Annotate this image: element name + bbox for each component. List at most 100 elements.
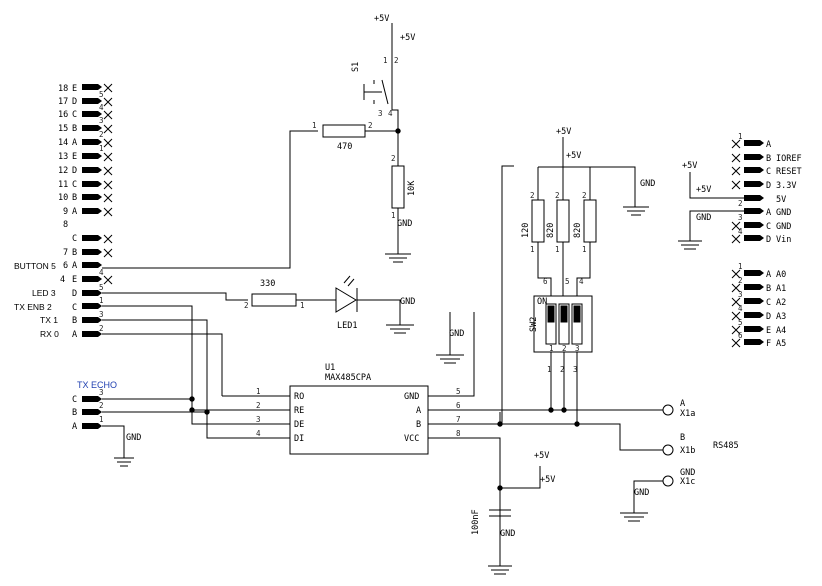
svg-text:B: B (416, 420, 421, 430)
svg-text:B: B (72, 316, 77, 326)
pin-letter: B (72, 124, 77, 134)
svg-text:3: 3 (738, 290, 743, 299)
analog-a4: A4 (776, 326, 786, 336)
pwr-gnd1: GND (776, 208, 791, 218)
svg-text:1: 1 (738, 132, 743, 141)
resistor-470: 1 2 470 (312, 121, 401, 152)
svg-text:120: 120 (521, 223, 531, 238)
svg-text:B: B (766, 154, 771, 164)
svg-text:D: D (766, 312, 771, 322)
x1b-ref: X1b (680, 446, 695, 456)
svg-text:C: C (766, 167, 771, 177)
dip-switch-sw2: ON SW2 1 2 3 6 5 4 1 2 3 (529, 277, 593, 427)
svg-text:1: 1 (99, 144, 104, 153)
led1: GND LED1 (335, 275, 415, 334)
ic-u1-max485: U1 MAX485CPA RO RE DE DI GND A B VCC 1 2… (256, 312, 664, 520)
resnet-vcc-2: +5V (566, 151, 581, 161)
svg-text:2: 2 (99, 324, 104, 333)
svg-text:1: 1 (383, 56, 388, 65)
svg-text:2: 2 (256, 401, 261, 410)
cap-vcc: +5V (534, 451, 549, 461)
header-pins-lower (82, 276, 102, 337)
svg-text:5: 5 (456, 387, 461, 396)
svg-text:DI: DI (294, 434, 304, 444)
svg-text:A: A (766, 270, 771, 280)
resistor-330: 330 2 1 (244, 279, 336, 310)
u1-part: MAX485CPA (325, 373, 371, 383)
analog-a0: A0 (776, 270, 786, 280)
svg-text:1: 1 (530, 245, 535, 254)
svg-text:6: 6 (738, 331, 743, 340)
pin-label-rx: RX 0 (40, 329, 59, 339)
pwr-vcc-2: +5V (696, 185, 711, 195)
header-digital-lower: BUTTON 5 4 LED 3 TX ENB 2 TX 1 RX 0 E D … (14, 261, 113, 340)
pin-label-16: 16 (58, 110, 68, 120)
svg-text:820: 820 (546, 223, 556, 238)
sw2-on: ON (537, 297, 547, 307)
svg-text:1: 1 (547, 365, 552, 374)
svg-text:5: 5 (99, 283, 104, 292)
header-power: A B C D A C D IOREF RESET 3.3V 5V GND GN… (678, 132, 802, 250)
s1-vcc-label-2: +5V (400, 33, 415, 43)
pin-letter: D (72, 97, 77, 107)
pwr-gnd: GND (696, 213, 711, 223)
x1b-signal: B (680, 433, 685, 443)
svg-text:2: 2 (391, 154, 396, 163)
pwr-reset: RESET (776, 167, 802, 177)
svg-text:8: 8 (456, 429, 461, 438)
pin-label-4: 4 (60, 275, 65, 285)
svg-text:6: 6 (456, 401, 461, 410)
svg-text:4: 4 (738, 304, 743, 313)
pin-label-tx: TX 1 (40, 315, 58, 325)
pin-label-8: 8 (63, 220, 68, 230)
svg-text:3: 3 (256, 415, 261, 424)
svg-text:F: F (766, 339, 771, 349)
r470-value: 470 (337, 142, 352, 152)
pin-letter: A (72, 207, 77, 217)
capacitor-100nf: +5V +5V 100nF GND (471, 412, 555, 575)
svg-text:2: 2 (99, 401, 104, 410)
svg-text:3: 3 (99, 388, 104, 397)
svg-text:RE: RE (294, 406, 304, 416)
pin-label-14: 14 (58, 138, 68, 148)
svg-text:D: D (766, 235, 771, 245)
svg-text:C: C (72, 395, 77, 405)
svg-text:1: 1 (312, 121, 317, 130)
svg-text:4: 4 (99, 268, 104, 277)
pwr-ioref: IOREF (776, 154, 802, 164)
svg-text:3: 3 (378, 109, 383, 118)
u1-ref: U1 (325, 363, 335, 373)
svg-text:A: A (72, 330, 77, 340)
pin-letter: B (72, 248, 77, 258)
pin-letter: C (72, 180, 77, 190)
resistor-network: +5V +5V GND 2 2 2 1 1 1 120 820 820 (521, 127, 655, 296)
svg-text:3: 3 (99, 116, 104, 125)
header-digital-upper: 18 17 16 15 14 13 12 11 10 9 8 7 6 E D C… (58, 83, 113, 271)
svg-text:D: D (72, 289, 77, 299)
svg-text:2: 2 (562, 344, 567, 353)
svg-text:7: 7 (456, 415, 461, 424)
svg-text:2: 2 (368, 121, 373, 130)
svg-text:5: 5 (738, 318, 743, 327)
pin-label-15: 15 (58, 124, 68, 134)
analog-a5: A5 (776, 339, 786, 349)
pwr-5v: 5V (776, 195, 786, 205)
pwr-3v3: 3.3V (776, 181, 796, 191)
svg-text:3: 3 (99, 310, 104, 319)
pin-label-led: LED 3 (32, 288, 56, 298)
pin-letter: B (72, 193, 77, 203)
svg-text:1: 1 (99, 296, 104, 305)
pin-letter: E (72, 84, 77, 94)
pin-label-button: BUTTON 5 (14, 261, 56, 271)
pin-letter: C (72, 234, 77, 244)
svg-text:3: 3 (738, 213, 743, 222)
svg-text:2: 2 (555, 191, 560, 200)
analog-a1: A1 (776, 284, 786, 294)
gnd-label: GND (126, 433, 141, 443)
svg-text:1: 1 (391, 211, 396, 220)
svg-text:1: 1 (549, 344, 554, 353)
resnet-vcc: +5V (556, 127, 571, 137)
svg-text:820: 820 (573, 223, 583, 238)
pin-label-10: 10 (58, 193, 68, 203)
svg-text:B: B (766, 284, 771, 294)
